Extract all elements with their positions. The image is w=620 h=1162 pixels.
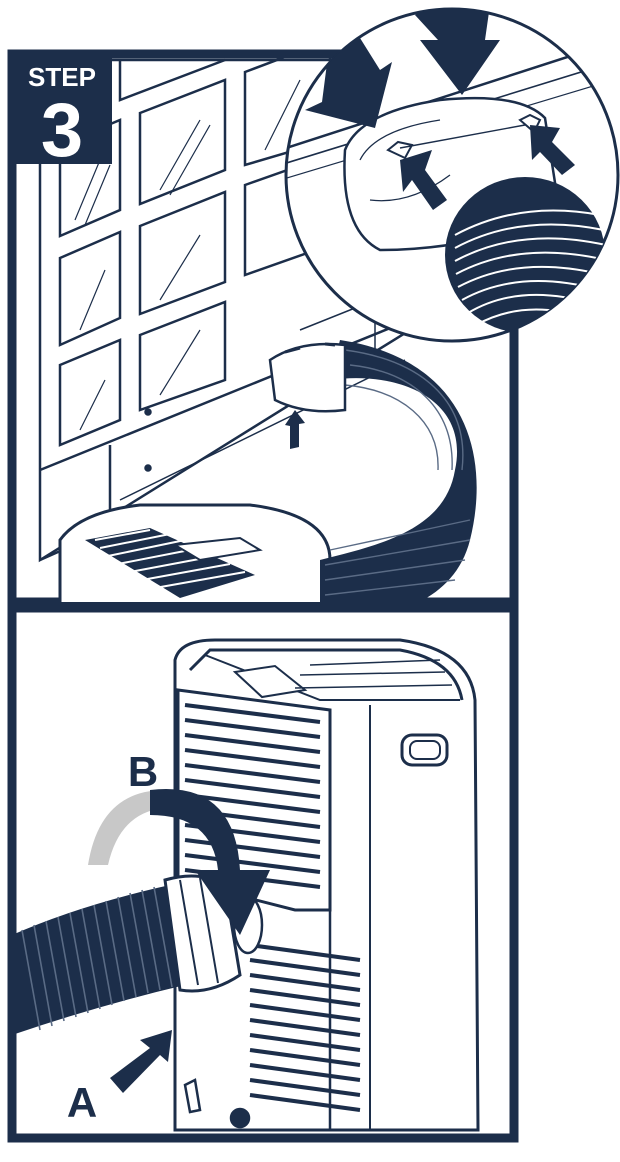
step-badge: STEP 3 [12,54,112,173]
window-adapter-small [270,344,345,411]
label-b: B [128,748,158,795]
step-number: 3 [41,88,83,173]
bottom-panel: B A [12,608,514,1138]
label-a: A [67,1079,97,1126]
ac-unit-top [60,505,330,610]
